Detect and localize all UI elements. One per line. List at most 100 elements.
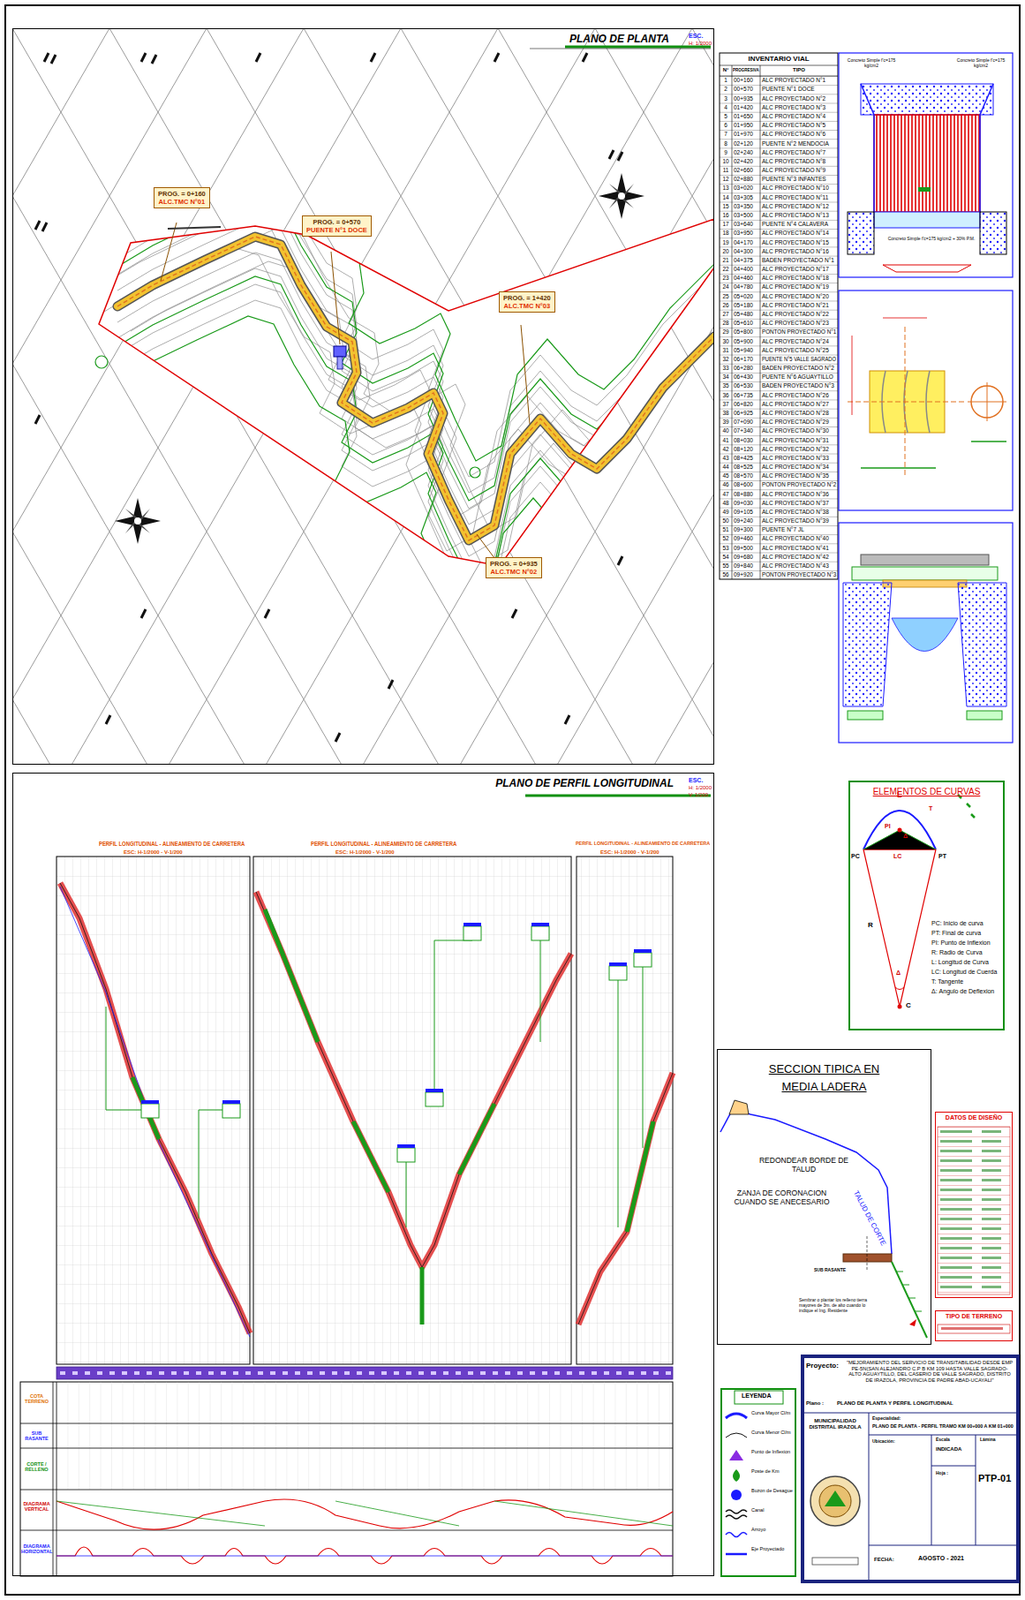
panel: PLANO DE PLANTAPROG. = 0+160ALC.TMC N°01…	[12, 28, 715, 765]
label: N°	[720, 67, 732, 74]
table-cell: 54	[721, 553, 731, 560]
heading: SECCION TIPICA EN MEDIA LADERA	[758, 1060, 891, 1095]
label: Especialidad:	[872, 1416, 901, 1422]
label: INDICADA	[935, 1446, 962, 1453]
table-cell: 08+570	[733, 472, 759, 479]
table-cell: ALC PROYECTADO N°25	[761, 346, 837, 354]
table-cell: ALC PROYECTADO N°30	[761, 427, 837, 434]
panel: DATOS DE DISEÑO	[934, 1111, 1013, 1298]
table-cell: ALC PROYECTADO N°24	[761, 338, 837, 345]
label: Sembrar o plantar los relleno tierra may…	[798, 1297, 875, 1313]
table-cell: 08+600	[733, 481, 759, 488]
table-cell: 15	[721, 203, 731, 210]
table-cell: 05+940	[733, 346, 759, 354]
table-cell: 17	[721, 220, 731, 227]
table-cell: 20	[721, 248, 731, 255]
table-cell: 13	[721, 184, 731, 191]
table-cell: ALC PROYECTADO N°19	[761, 283, 837, 290]
table-cell: 37	[721, 400, 731, 407]
label: LEYENDA	[741, 1392, 771, 1400]
label: PI	[884, 822, 891, 830]
table-cell: 18	[721, 229, 731, 236]
label: ESC: H-1/2000 - V-1/200	[600, 849, 698, 856]
table-cell: 50	[721, 517, 731, 524]
table-cell: 00+160	[733, 76, 759, 83]
table-cell: 5	[721, 113, 731, 120]
table-cell: 39	[721, 418, 731, 425]
label: H: 1/2000	[688, 40, 712, 47]
table-cell: ALC PROYECTADO N°42	[761, 553, 837, 560]
heading: DATOS DE DISEÑO	[935, 1114, 1012, 1122]
table-cell: 00+570	[733, 85, 759, 92]
label: "MEJORAMIENTO DEL SERVICIO DE TRANSITABI…	[845, 1359, 1014, 1384]
table-cell: 09+300	[733, 526, 759, 533]
label: PT	[938, 852, 947, 860]
panel: ELEMENTOS DE CURVAS	[848, 780, 1005, 1031]
label: DIAGRAMA VERTICAL	[21, 1500, 53, 1513]
label: AGOSTO - 2021	[918, 1554, 965, 1562]
label: DIAGRAMA HORIZONTAL	[21, 1543, 53, 1555]
table-cell: ALC PROYECTADO N°8	[761, 158, 837, 165]
table-cell: 33	[721, 364, 731, 371]
table-cell: 06+820	[733, 400, 759, 407]
label: L: Longitud de Curva	[931, 958, 1004, 966]
table-cell: 08+120	[733, 445, 759, 453]
table-cell: 06+430	[733, 373, 759, 380]
table-cell: 05+020	[733, 293, 759, 300]
label: FECHA:	[874, 1556, 895, 1563]
table-cell: PUENTE N°5 VALLE SAGRADO	[761, 355, 828, 362]
label: PLANO DE PLANTA - PERFIL TRAMO KM 00+000…	[872, 1423, 1000, 1430]
table-cell: ALC PROYECTADO N°4	[761, 113, 837, 120]
table-cell: 05+800	[733, 328, 759, 335]
table-cell: 25	[721, 293, 731, 300]
table-cell: 42	[721, 445, 731, 453]
label: Lámina	[979, 1437, 996, 1443]
label: Proyecto:	[806, 1361, 839, 1370]
table-cell: 56	[721, 571, 731, 578]
table-cell: 06+735	[733, 391, 759, 399]
subtext: ALC.TMC N°03	[503, 301, 551, 310]
table-cell: 04+460	[733, 274, 759, 281]
label: ESC: H-1/2000 - V-1/200	[123, 849, 221, 856]
heading: PROG. = 0+570	[306, 218, 368, 227]
heading: PROG. = 0+160	[158, 189, 206, 198]
table-cell: 09+105	[733, 508, 759, 515]
table-cell: ALC PROYECTADO N°21	[761, 301, 837, 309]
table-cell: 01+650	[733, 113, 759, 120]
table-cell: 11	[721, 166, 731, 174]
label: SUB RASANTE	[813, 1267, 846, 1274]
table-cell: 31	[721, 346, 731, 354]
table-cell: 05+610	[733, 319, 759, 326]
legend-text: Punto de Inflexion	[751, 1448, 794, 1455]
table-cell: ALC PROYECTADO N°38	[761, 508, 837, 515]
table-cell: ALC PROYECTADO N°16	[761, 248, 837, 255]
table-cell: ALC PROYECTADO N°34	[761, 463, 837, 470]
table-cell: 29	[721, 328, 731, 335]
table-cell: 46	[721, 481, 731, 488]
legend-text: Poste de Km	[751, 1468, 794, 1474]
label: PT: Final de curva	[931, 929, 1004, 937]
label: PI: Punto de Inflexion	[931, 939, 1004, 947]
table-cell: 1	[721, 76, 731, 83]
table-cell: 06+925	[733, 409, 759, 416]
table-cell: PUENTE N°1 DOCE	[761, 85, 837, 92]
label: ESC.	[688, 32, 703, 40]
table-cell: ALC PROYECTADO N°35	[761, 472, 837, 479]
table-cell: ALC PROYECTADO N°10	[761, 184, 837, 191]
label: Δ	[903, 832, 908, 840]
table-cell: 40	[721, 427, 731, 434]
table-cell: 28	[721, 319, 731, 326]
table-cell: ALC PROYECTADO N°31	[761, 437, 837, 444]
table-cell: 02+120	[733, 140, 759, 147]
table-cell: 55	[721, 562, 731, 569]
label: Concreto Simple f'c=175 kg/cm2	[844, 58, 899, 69]
table-cell: 08+525	[733, 463, 759, 470]
table-cell: 4	[721, 104, 731, 111]
callout-box: PROG. = 0+935ALC.TMC N°02	[485, 557, 543, 579]
table-cell: 08+030	[733, 437, 759, 444]
table-cell: 3	[721, 95, 731, 102]
table-cell: 22	[721, 265, 731, 272]
legend-text: Canal	[751, 1507, 794, 1513]
label: REDONDEAR BORDE DE TALUD	[757, 1156, 851, 1175]
table-cell: 03+350	[733, 203, 759, 210]
